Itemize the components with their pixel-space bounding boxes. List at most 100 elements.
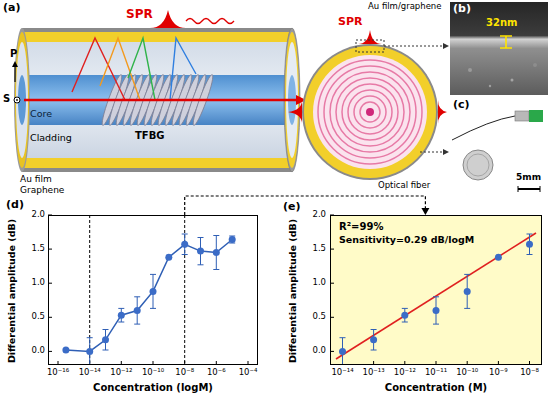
spr-peak-part	[150, 10, 186, 28]
chart-d-part-part	[165, 254, 172, 261]
plot-frame: (e)R²=99%Sensitivity=0.29 dB/logM	[330, 215, 542, 365]
tick-label: 10⁻⁶	[207, 368, 226, 378]
chart-e-part	[330, 215, 530, 365]
device-photo-part	[450, 98, 548, 195]
sem-photo-part	[450, 2, 548, 95]
photo-panel: (c)5mm	[450, 98, 548, 195]
fiber-cross-section-part-part	[348, 90, 392, 134]
fiber-cylinder	[14, 28, 300, 172]
tick-label: 2.0	[312, 210, 326, 220]
sem-photo	[450, 2, 548, 95]
chart-d-part-part	[213, 249, 220, 256]
tick-label: 1.0	[312, 278, 326, 288]
plot-frame: (d)	[48, 215, 258, 365]
fiber-cross-section-part	[304, 46, 436, 178]
chart-e-part-part	[464, 288, 471, 295]
tick-label: 2.0	[31, 210, 45, 220]
tick-label: 10⁻¹⁰	[456, 368, 478, 378]
device-photo-part	[540, 186, 541, 192]
tick-label: 10⁻¹⁶	[47, 368, 69, 378]
chart-d-part-part	[229, 236, 236, 243]
fiber-cross-section-part	[420, 152, 444, 153]
device-photo-part	[518, 188, 540, 190]
fiber-cross-section-part	[384, 46, 444, 47]
tick-label: 10⁻⁴	[239, 368, 258, 378]
chart-e-part-part	[370, 336, 377, 343]
scale-label: 5mm	[516, 172, 541, 182]
part-label: Cladding	[30, 133, 72, 144]
dashed-connector	[185, 196, 430, 215]
chart-d-part	[62, 236, 235, 355]
fiber-cross-section-part	[288, 100, 302, 124]
sem-photo-part	[533, 63, 537, 67]
tick-label: 10⁻¹⁴	[331, 368, 353, 378]
chart-d-part-part	[62, 347, 69, 354]
input-beam-part	[14, 66, 15, 82]
light-rays-part	[100, 38, 140, 100]
light-rays-part	[72, 38, 125, 100]
fiber-cross-section	[288, 30, 449, 180]
chart-e-part	[340, 234, 533, 365]
chart-e-part-part	[433, 307, 440, 314]
fiber-cross-section-part-part	[324, 66, 416, 158]
tick-label: 10⁻⁸	[520, 368, 539, 378]
photo-panel: (b) 32nm	[450, 2, 548, 95]
tick-label: 10⁻¹¹	[425, 368, 447, 378]
light-rays-part	[170, 38, 196, 100]
tick-label: 10⁻¹²	[394, 368, 416, 378]
part-label: Au film	[20, 174, 52, 184]
tick-label: 1.5	[312, 244, 326, 254]
fiber-cross-section-part-part	[342, 84, 398, 140]
chart-e-part	[330, 215, 542, 365]
sem-photo-part	[468, 68, 472, 72]
fiber-cross-section-part	[438, 100, 447, 124]
fiber-cross-section-part	[302, 44, 438, 180]
device-photo-part	[518, 186, 519, 192]
device-photo-part	[463, 150, 493, 180]
chart-d-part-part	[87, 234, 236, 350]
chart-d-part	[66, 240, 232, 352]
fiber-cross-section-part-part	[354, 96, 386, 128]
light-rays-part	[128, 38, 155, 100]
part-label: Optical fiber	[378, 181, 430, 191]
input-beam-part	[24, 99, 296, 102]
tick-label: 10⁻⁸	[175, 368, 194, 378]
polarization-label: P	[10, 48, 17, 60]
chart-d	[48, 215, 248, 365]
fit-annotation: Sensitivity=0.29 dB/logM	[339, 235, 474, 246]
fiber-cross-section-part-part	[360, 102, 380, 122]
fit-annotation: R²=99%	[339, 221, 383, 233]
fiber-cross-section-part	[443, 149, 449, 155]
part-label: TFBG	[135, 130, 164, 142]
sem-photo-part	[511, 79, 514, 82]
chart-e-part-part	[401, 312, 408, 319]
device-photo-part	[452, 116, 515, 140]
axis-title: Differential amplitude (dB)	[7, 219, 18, 363]
chart-d-part	[89, 215, 90, 365]
arrow-head	[421, 208, 429, 215]
tick-label: 0.5	[312, 312, 326, 322]
part-label: Core	[30, 109, 52, 120]
tick-label: 10⁻⁹	[489, 368, 508, 378]
axis-title: Differential amplitude (dB)	[288, 219, 299, 363]
chart-d-part-part	[181, 241, 188, 248]
tick-label: 10⁻¹³	[363, 368, 385, 378]
axis-title: Concentration (logM)	[93, 382, 213, 394]
tick-label: 1.0	[31, 278, 45, 288]
chart-d-part-part	[197, 248, 204, 255]
chart-e	[330, 215, 542, 365]
panel-label: (b)	[453, 3, 471, 16]
chart-d-part	[87, 234, 236, 365]
tick-label: 0.0	[31, 347, 45, 357]
chart-d-part-part	[134, 307, 141, 314]
chart-e-part-part	[340, 234, 533, 350]
input-beam	[12, 61, 306, 105]
dimension-label: 32nm	[486, 17, 517, 29]
part-label: Au film/graphene	[368, 2, 442, 12]
spr-peak	[150, 10, 234, 28]
device-photo-part	[529, 110, 543, 122]
fiber-cross-section-part-part	[318, 60, 422, 164]
fiber-cross-section-part-part	[330, 72, 410, 152]
polarization-label: S	[3, 93, 10, 105]
